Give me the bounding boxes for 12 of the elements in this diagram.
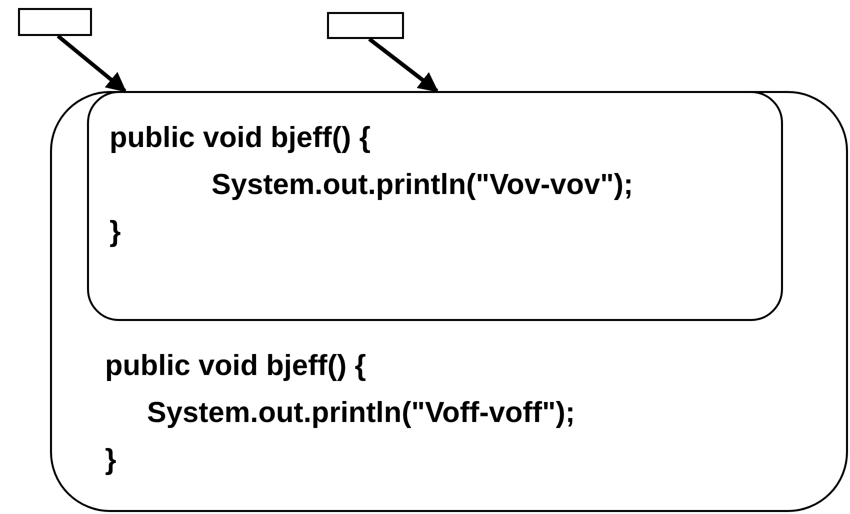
arrow bbox=[56, 34, 127, 93]
code-line: public void bjeff() { bbox=[105, 349, 366, 384]
code-line: System.out.println("Vov-vov"); bbox=[212, 168, 634, 202]
code-line: System.out.println("Voff-voff"); bbox=[147, 396, 576, 431]
code-line: } bbox=[110, 214, 121, 250]
code-line: public void bjeff() { bbox=[110, 120, 370, 156]
empty-box bbox=[18, 8, 92, 36]
code-box bbox=[86, 90, 782, 320]
arrow bbox=[368, 37, 439, 93]
code-box bbox=[50, 91, 848, 512]
empty-box bbox=[327, 12, 404, 39]
code-line: } bbox=[105, 443, 116, 478]
